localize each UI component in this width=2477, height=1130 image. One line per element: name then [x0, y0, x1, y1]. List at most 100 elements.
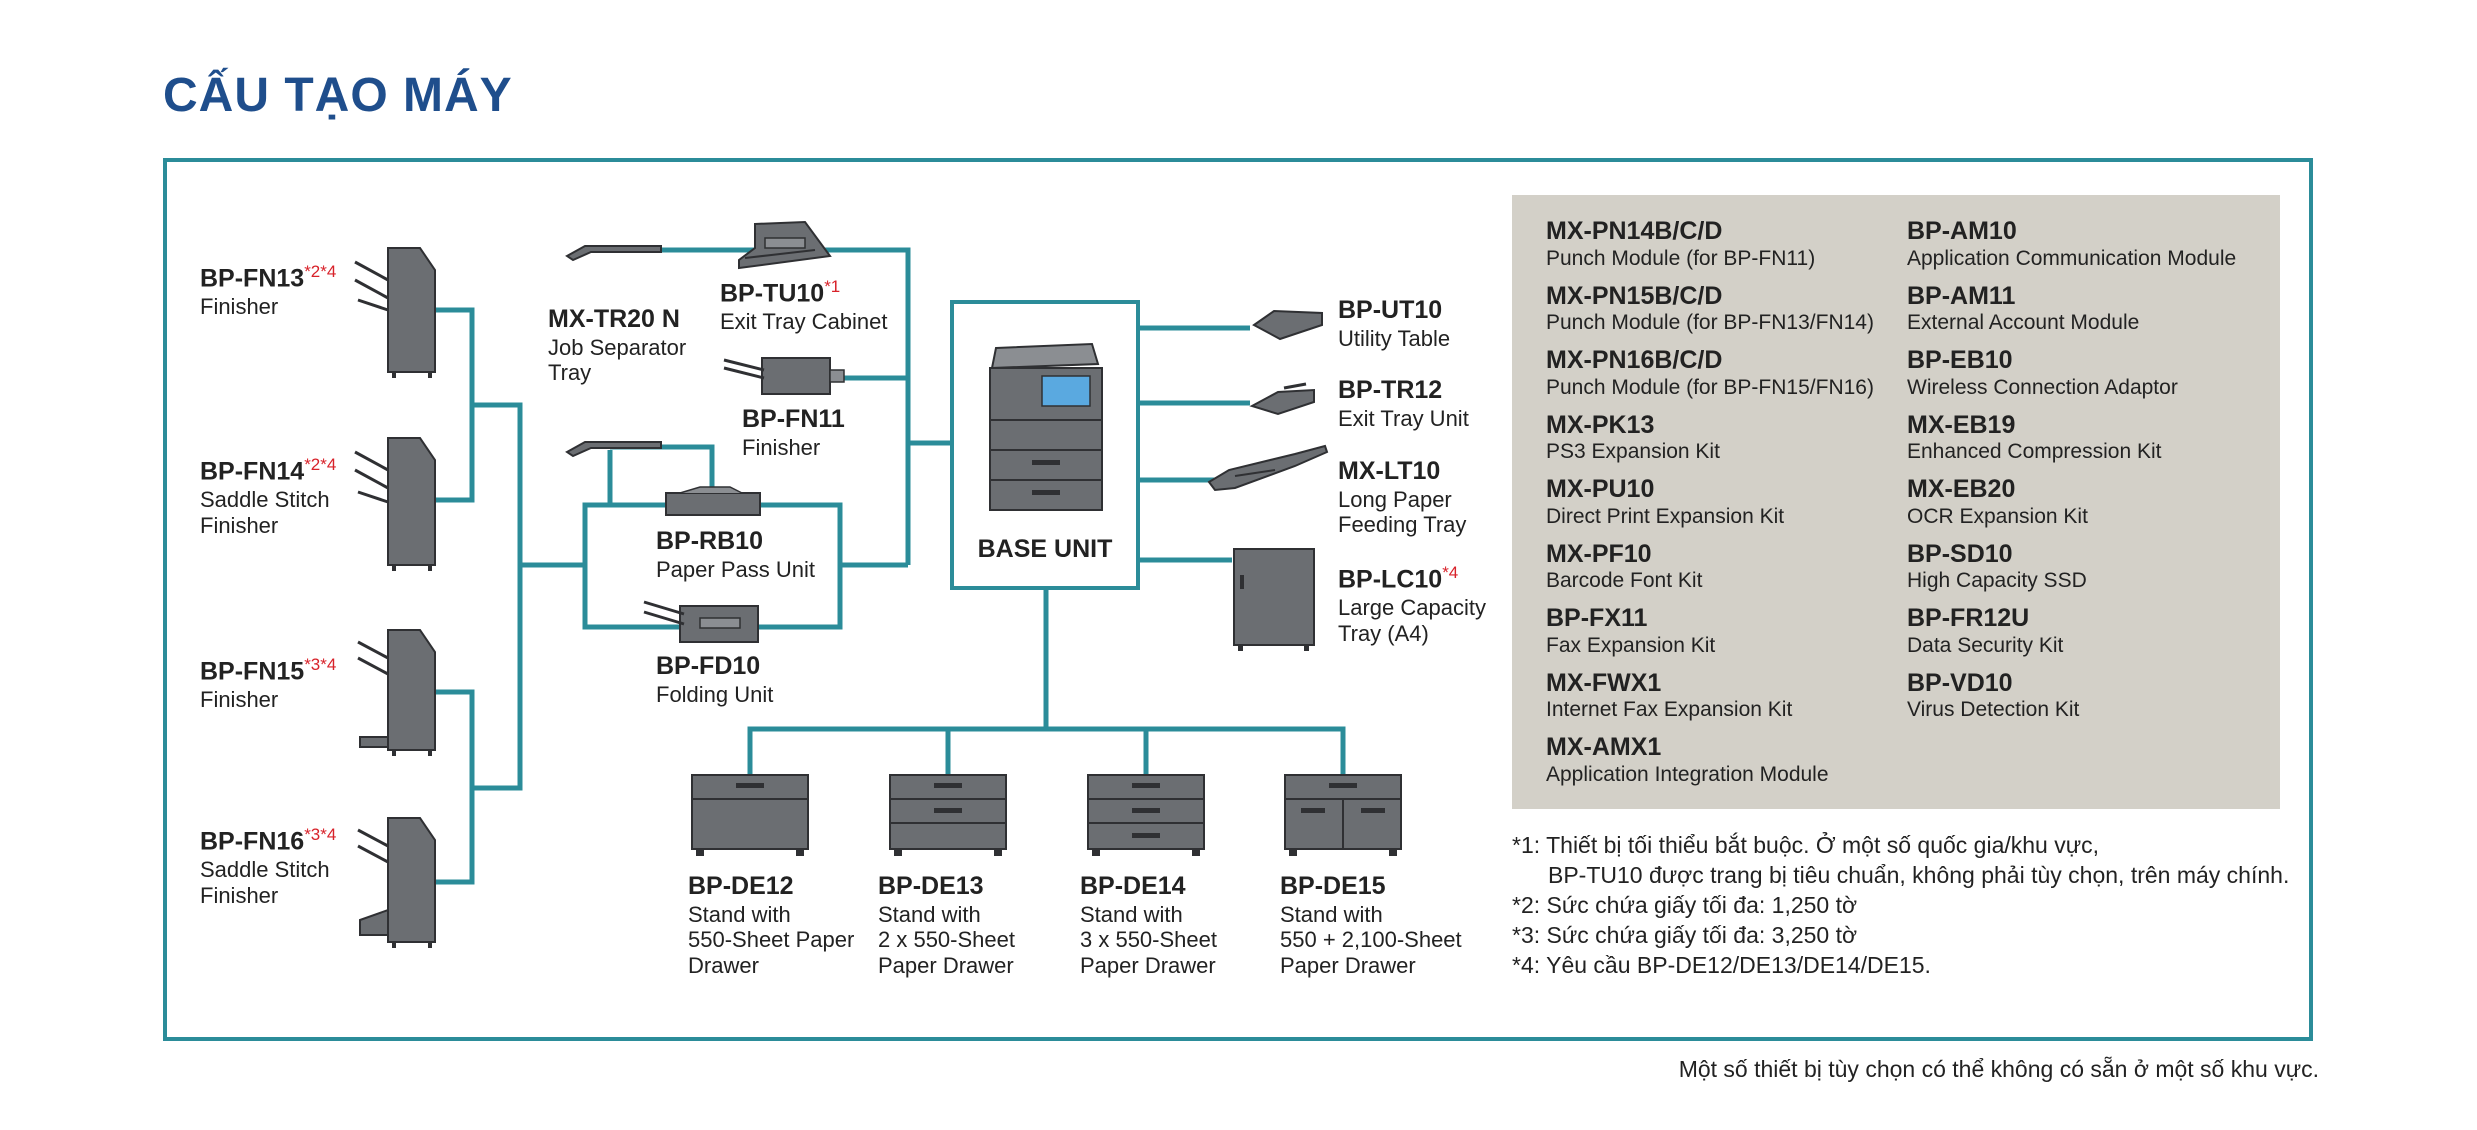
de13-model: BP-DE13	[878, 872, 984, 900]
option-desc: Direct Print Expansion Kit	[1546, 504, 1785, 528]
lt10-model: MX-LT10	[1338, 457, 1441, 485]
lc10-label: BP-LC10*4 Large Capacity Tray (A4)	[1338, 563, 1486, 647]
option-model: BP-SD10	[1907, 539, 2013, 568]
fn16-model: BP-FN16	[200, 827, 305, 856]
de15-desc-1: Stand with	[1280, 901, 1383, 927]
option-model: MX-PU10	[1546, 475, 1655, 503]
option-desc: Punch Module (for BP-FN15/FN16)	[1546, 375, 1874, 399]
connector-fn-upper	[472, 402, 523, 791]
tr12-desc: Exit Tray Unit	[1338, 405, 1469, 431]
connector-top-column	[650, 247, 911, 565]
option-desc: Barcode Font Kit	[1546, 569, 1703, 593]
tu10-model: BP-TU10	[720, 279, 825, 308]
ut10-label: BP-UT10 Utility Table	[1338, 296, 1450, 351]
de14-model: BP-DE14	[1080, 872, 1186, 900]
fn16-label: BP-FN16*3*4 Saddle Stitch Finisher	[200, 825, 336, 909]
lt10-desc-2: Feeding Tray	[1338, 512, 1467, 538]
fn16-desc-2: Finisher	[200, 882, 279, 908]
availability-footnote: Một số thiết bị tùy chọn có thể không có…	[1678, 1056, 2319, 1082]
large-capacity-tray-icon	[1233, 548, 1315, 651]
option-desc: Internet Fax Expansion Kit	[1546, 698, 1793, 722]
de14-desc-3: Paper Drawer	[1080, 953, 1216, 979]
note-3: *3: Sức chứa giấy tối đa: 3,250 tờ	[1512, 922, 1858, 948]
stand-de15-icon	[1284, 774, 1402, 856]
option-model: BP-FR12U	[1907, 604, 2030, 632]
option-desc: Data Security Kit	[1907, 633, 2064, 657]
option-model: MX-PN14B/C/D	[1546, 217, 1723, 245]
option-desc: Application Communication Module	[1907, 246, 2237, 270]
folding-unit-icon	[643, 600, 759, 643]
option-desc: Application Integration Module	[1546, 762, 1829, 786]
option-model: MX-PK13	[1546, 410, 1655, 439]
job-separator-tray-lower-icon	[565, 441, 662, 458]
option-desc: External Account Module	[1907, 311, 2140, 335]
base-unit-box: BASE UNIT	[950, 300, 1140, 590]
tr12-model: BP-TR12	[1338, 376, 1443, 404]
tu10-desc: Exit Tray Cabinet	[720, 308, 888, 334]
note-2: *2: Sức chứa giấy tối đa: 1,250 tờ	[1512, 892, 1858, 918]
stand-de13-icon	[889, 774, 1007, 856]
fn13-note: *2*4	[304, 262, 337, 281]
base-unit-label: BASE UNIT	[977, 535, 1113, 563]
note-1: *1: Thiết bị tối thiểu bắt buộc. Ở một s…	[1512, 832, 2100, 858]
de12-model: BP-DE12	[688, 872, 794, 900]
option-model: MX-EB19	[1907, 410, 2016, 439]
finisher-fn11-icon	[723, 357, 845, 395]
option-desc: Wireless Connection Adaptor	[1907, 375, 2178, 399]
fd10-model: BP-FD10	[656, 652, 761, 680]
ut10-desc: Utility Table	[1338, 325, 1451, 351]
de12-desc-2: 550-Sheet Paper	[688, 927, 855, 953]
lc10-desc-1: Large Capacity	[1338, 594, 1486, 620]
note-4: *4: Yêu cầu BP-DE12/DE13/DE14/DE15.	[1512, 952, 1931, 978]
exit-tray-unit-icon	[1249, 382, 1315, 416]
option-model: BP-AM10	[1907, 217, 2017, 245]
option-desc: High Capacity SSD	[1907, 569, 2087, 593]
de13-label: BP-DE13 Stand with 2 x 550-Sheet Paper D…	[878, 872, 1015, 979]
lt10-label: MX-LT10 Long Paper Feeding Tray	[1338, 457, 1466, 538]
finisher-fn16-icon	[357, 817, 436, 948]
job-separator-tray-icon	[565, 245, 662, 262]
option-model: MX-PN16B/C/D	[1546, 346, 1723, 374]
lc10-note: *4	[1442, 563, 1459, 582]
de12-desc-3: Drawer	[688, 953, 759, 979]
option-model: BP-EB10	[1907, 346, 2013, 374]
fn11-label: BP-FN11 Finisher	[742, 405, 845, 460]
option-model: BP-AM11	[1907, 281, 2016, 310]
option-desc: Punch Module (for BP-FN13/FN14)	[1546, 311, 1874, 335]
option-model: MX-AMX1	[1546, 733, 1662, 761]
tr20-label: MX-TR20 N Job Separator Tray	[548, 305, 686, 386]
option-desc: OCR Expansion Kit	[1907, 504, 2088, 528]
tu10-note: *1	[824, 277, 841, 296]
option-desc: Punch Module (for BP-FN11)	[1546, 246, 1816, 270]
de14-label: BP-DE14 Stand with 3 x 550-Sheet Paper D…	[1080, 872, 1217, 979]
fn15-model: BP-FN15	[200, 657, 305, 686]
de12-label: BP-DE12 Stand with 550-Sheet Paper Drawe…	[688, 872, 854, 979]
option-model: MX-FWX1	[1546, 668, 1662, 697]
tr12-label: BP-TR12 Exit Tray Unit	[1338, 376, 1469, 431]
stand-de14-icon	[1087, 774, 1205, 856]
rb10-label: BP-RB10 Paper Pass Unit	[656, 527, 815, 582]
option-desc: Virus Detection Kit	[1907, 698, 2080, 722]
fn14-label: BP-FN14*2*4 Saddle Stitch Finisher	[200, 455, 336, 539]
fn14-model: BP-FN14	[200, 457, 305, 486]
fn15-label: BP-FN15*3*4 Finisher	[200, 655, 336, 713]
ut10-model: BP-UT10	[1338, 296, 1443, 324]
fn14-note: *2*4	[304, 455, 337, 474]
fn15-note: *3*4	[304, 655, 337, 674]
diagram-frame	[163, 158, 2313, 1041]
